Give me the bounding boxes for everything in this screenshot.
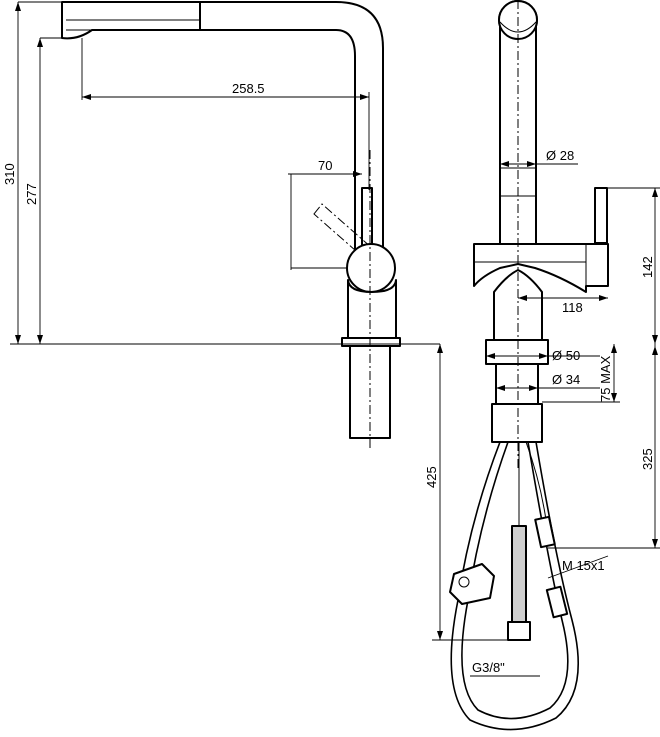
front-base [485, 339, 549, 365]
dim-body-depth: 118 [562, 300, 583, 315]
dim-spout-height: 277 [24, 183, 39, 205]
hose-weight [449, 563, 495, 605]
dim-total-height: 310 [2, 163, 17, 185]
spout-arc [199, 1, 384, 256]
lever-alt-position [313, 203, 373, 259]
dim-lever-offset: 70 [318, 158, 332, 173]
side-view: 258.5 70 310 277 [2, 1, 440, 450]
dim-max-deck-thickness: 75 MAX [598, 355, 613, 402]
braided-supply-hose [511, 525, 527, 623]
dim-spout-diameter: Ø 28 [546, 148, 574, 163]
lever-hub [346, 243, 396, 293]
front-shank [495, 363, 539, 405]
front-body [473, 243, 609, 293]
dim-shank-length: 325 [640, 448, 655, 470]
dim-hose-length: 425 [424, 466, 439, 488]
dim-spout-reach: 258.5 [232, 81, 265, 96]
faucet-body [347, 279, 397, 339]
front-view: Ø 28 118 142 Ø 50 Ø 34 75 MAX 325 [424, 0, 660, 731]
front-lever [594, 187, 608, 244]
front-nut [491, 403, 543, 443]
dim-base-diameter: Ø 50 [552, 348, 580, 363]
dim-body-height: 142 [640, 256, 655, 278]
dim-shank-diameter: Ø 34 [552, 372, 580, 387]
dim-hose-thread: M 15x1 [562, 558, 605, 573]
dim-connector-thread: G3/8" [472, 660, 505, 675]
base-ring [341, 337, 401, 347]
